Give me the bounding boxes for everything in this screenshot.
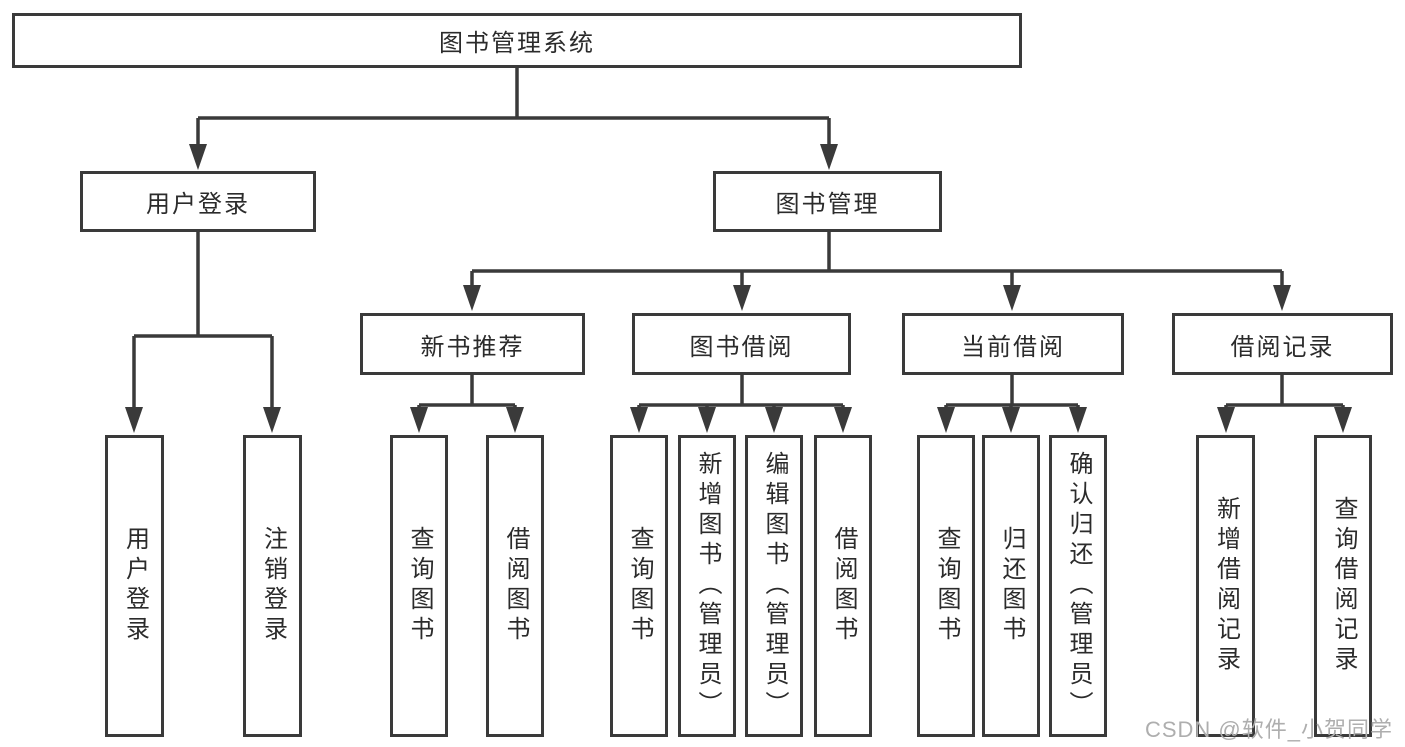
- arrowhead-icon: [630, 407, 648, 433]
- leaf-query-books-recommend: 查询图书: [390, 435, 448, 737]
- node-label: 图书借阅: [689, 333, 794, 361]
- leaf-edit-book-admin: 编辑图书（管理员）: [745, 435, 803, 737]
- leaf-label: 用户登录: [121, 526, 149, 646]
- leaf-add-borrow-record: 新增借阅记录: [1196, 435, 1255, 737]
- arrowhead-icon: [1273, 285, 1291, 311]
- watermark-text: CSDN @软件_小贺同学: [1144, 717, 1393, 742]
- leaf-label: 查询借阅记录: [1330, 496, 1357, 676]
- node-user-login: 用户登录: [80, 171, 316, 232]
- arrowhead-icon: [1003, 285, 1021, 311]
- arrowhead-icon: [410, 407, 428, 433]
- leaf-query-borrow-record: 查询借阅记录: [1314, 435, 1372, 737]
- leaf-label: 借阅图书: [502, 526, 529, 646]
- arrowhead-icon: [937, 407, 955, 433]
- leaf-return-books: 归还图书: [982, 435, 1040, 737]
- leaf-label: 新增借阅记录: [1212, 496, 1240, 676]
- arrowhead-icon: [125, 407, 143, 433]
- node-current-borrowing: 当前借阅: [902, 313, 1124, 375]
- arrowhead-icon: [506, 407, 524, 433]
- leaf-label: 归还图书: [998, 526, 1025, 646]
- leaf-user-login: 用户登录: [105, 435, 164, 737]
- leaf-add-book-admin: 新增图书（管理员）: [678, 435, 736, 737]
- leaf-label: 注销登录: [259, 526, 287, 646]
- node-library-system: 图书管理系统: [12, 13, 1022, 68]
- arrowhead-icon: [834, 407, 852, 433]
- node-label: 当前借阅: [961, 333, 1065, 361]
- arrowhead-icon: [733, 285, 751, 311]
- leaf-borrow-books-recommend: 借阅图书: [486, 435, 544, 737]
- arrowhead-icon: [1217, 407, 1235, 433]
- node-new-book-recommend: 新书推荐: [360, 313, 585, 375]
- node-book-borrowing: 图书借阅: [632, 313, 851, 375]
- leaf-label: 借阅图书: [830, 526, 857, 646]
- arrowhead-icon: [698, 407, 716, 433]
- arrowhead-icon: [820, 144, 838, 170]
- leaf-label: 查询图书: [933, 526, 960, 646]
- arrowhead-icon: [1002, 407, 1020, 433]
- arrowhead-icon: [765, 407, 783, 433]
- node-label: 图书管理系统: [439, 30, 595, 57]
- node-borrowing-records: 借阅记录: [1172, 313, 1393, 375]
- arrowhead-icon: [463, 285, 481, 311]
- leaf-label: 查询图书: [626, 526, 653, 646]
- leaf-logout: 注销登录: [243, 435, 302, 737]
- node-label: 新书推荐: [420, 333, 525, 361]
- node-label: 借阅记录: [1230, 333, 1335, 361]
- leaf-borrow-books-borrowing: 借阅图书: [814, 435, 872, 737]
- arrowhead-icon: [1334, 407, 1352, 433]
- leaf-confirm-return-admin: 确认归还（管理员）: [1049, 435, 1107, 737]
- arrowhead-icon: [263, 407, 281, 433]
- node-label: 用户登录: [146, 191, 250, 218]
- leaf-label: 查询图书: [406, 526, 433, 646]
- node-label: 图书管理: [775, 191, 880, 218]
- arrowhead-icon: [189, 144, 207, 170]
- leaf-query-books-current: 查询图书: [917, 435, 975, 737]
- leaf-label: 新增图书（管理员）: [694, 451, 721, 721]
- leaf-label: 编辑图书（管理员）: [761, 451, 788, 721]
- node-book-management: 图书管理: [713, 171, 942, 232]
- arrowhead-icon: [1069, 407, 1087, 433]
- leaf-label: 确认归还（管理员）: [1065, 451, 1092, 721]
- leaf-query-books-borrowing: 查询图书: [610, 435, 668, 737]
